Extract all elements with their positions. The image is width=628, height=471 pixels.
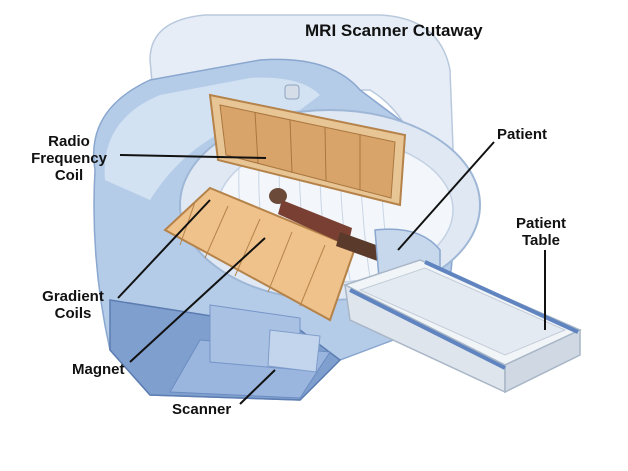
label-gc-line-2: Coils [54, 305, 92, 322]
label-scanner: Scanner [172, 401, 232, 418]
patient-table-trough [358, 267, 567, 356]
gradient-coil-segments [179, 201, 326, 307]
base-panel-2 [267, 329, 321, 373]
label-rf-line-2: Frequency [31, 150, 107, 167]
label-gradient-coils: Gradient Coils [28, 288, 118, 322]
label-rf-line-3: Coil [54, 167, 84, 184]
label-pt-line-2: Table [521, 232, 561, 249]
label-radio-frequency-coil: Radio Frequency Coil [20, 133, 118, 184]
leader-gradient-coils [117, 199, 211, 299]
leader-magnet [129, 237, 266, 363]
rf-coil-knob [284, 84, 300, 100]
label-magnet: Magnet [72, 361, 125, 378]
label-patient-table: Patient Table [500, 215, 582, 249]
label-gc-line-1: Gradient [42, 288, 104, 305]
rf-coil-segments [254, 111, 361, 190]
label-patient: Patient [497, 126, 548, 143]
patient-table-end [504, 328, 581, 394]
leader-rf-coil [119, 154, 267, 159]
leader-scanner [239, 369, 276, 405]
table-rail-right [424, 260, 579, 334]
label-rf-line-1: Radio [48, 133, 90, 150]
label-pt-line-1: Patient [515, 215, 566, 232]
diagram-title: MRI Scanner Cutaway [305, 21, 483, 40]
leader-lines [117, 141, 546, 405]
rf-coil-inner [219, 104, 396, 199]
table-rail-left [349, 288, 506, 370]
leader-patient [397, 141, 495, 251]
